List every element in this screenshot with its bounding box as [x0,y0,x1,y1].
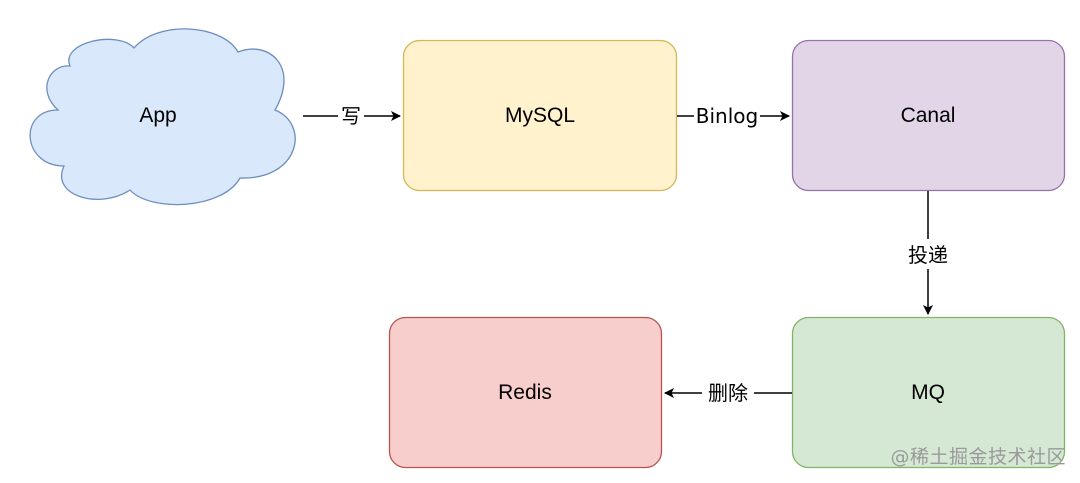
canal-box [791,39,1066,192]
redis-box [388,316,663,469]
edge-mysql-to-canal: Binlog [677,100,790,128]
edge-canal-to-mq: 投递 [902,191,954,315]
edge-mq-to-redis: 删除 [664,377,792,407]
canal-node: Canal [791,39,1066,192]
mysql-box [402,39,678,192]
redis-node: Redis [388,316,663,469]
edge-app-to-mysql-label: 写 [341,104,361,128]
app-cloud-shape [29,28,296,206]
edge-canal-to-mq-label: 投递 [908,243,948,267]
mysql-node: MySQL [402,39,678,192]
edge-app-to-mysql: 写 [303,100,401,128]
edge-mysql-to-canal-label: Binlog [696,104,758,128]
mq-label: MQ [911,381,945,404]
app-label: App [139,104,176,127]
edge-mq-to-redis-label: 删除 [708,381,748,405]
mysql-label: MySQL [505,104,575,127]
canal-label: Canal [901,104,956,127]
mq-node: MQ [791,316,1066,469]
watermark: @稀土掘金技术社区 [890,446,1066,468]
mq-box [791,316,1066,469]
app-node: App [29,28,296,206]
redis-label: Redis [498,381,552,404]
